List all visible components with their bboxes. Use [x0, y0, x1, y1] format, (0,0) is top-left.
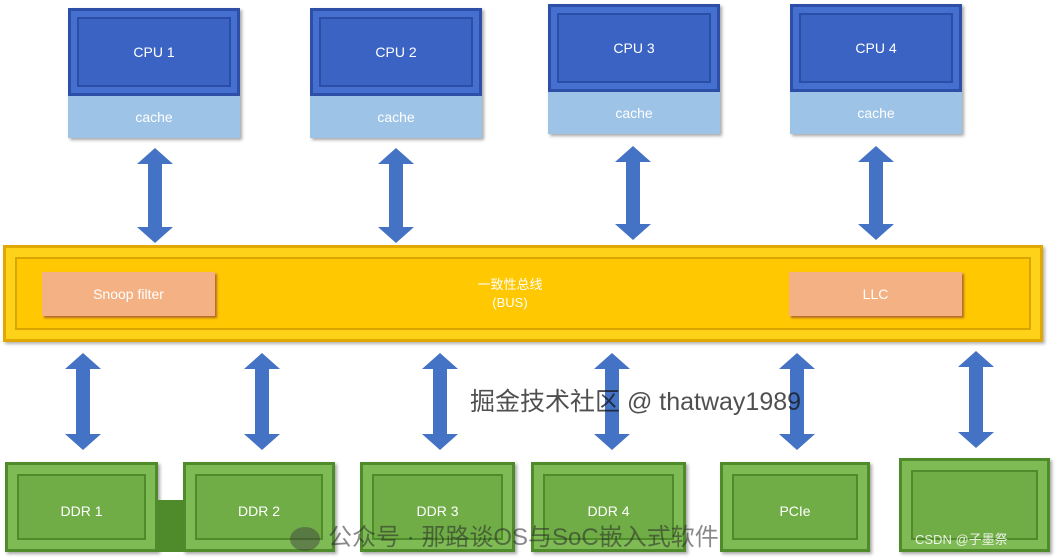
double-arrow-icon [378, 148, 414, 243]
cache-label: cache [310, 96, 482, 138]
cpu-label: CPU 1 [68, 8, 240, 96]
cpu-label: CPU 4 [790, 4, 962, 92]
wechat-watermark-text: 公众号 · 那路谈OS与SoC嵌入式软件 [328, 524, 719, 551]
pcie-block: PCIe [720, 462, 870, 552]
double-arrow-icon [244, 353, 280, 450]
double-arrow-icon [615, 146, 651, 240]
double-arrow-icon [594, 353, 630, 450]
ddr-3-block: DDR 3 [360, 462, 515, 552]
double-arrow-icon [422, 353, 458, 450]
csdn-watermark: CSDN @子墨祭 [915, 532, 1008, 547]
bus-title: 一致性总线 (BUS) [440, 276, 580, 312]
cache-label: cache [548, 92, 720, 134]
bus-title-text: 一致性总线 [477, 277, 543, 292]
io-block [899, 458, 1050, 552]
ddr-2-block: DDR 2 [183, 462, 335, 552]
juejin-watermark: 掘金技术社区 @ thatway1989 [470, 388, 802, 416]
cache-label: cache [68, 96, 240, 138]
double-arrow-icon [65, 353, 101, 450]
cpu-label: CPU 3 [548, 4, 720, 92]
double-arrow-icon [779, 353, 815, 450]
double-arrow-icon [137, 148, 173, 243]
ddr-connector [158, 500, 183, 552]
ddr-4-block: DDR 4 [531, 462, 686, 552]
ddr-1-block: DDR 1 [5, 462, 158, 552]
cpu-label: CPU 2 [310, 8, 482, 96]
double-arrow-icon [858, 146, 894, 240]
wechat-watermark: 公众号 · 那路谈OS与SoC嵌入式软件 [290, 524, 719, 552]
snoop-filter-block: Snoop filter [42, 272, 215, 316]
llc-block: LLC [789, 272, 962, 316]
double-arrow-icon [958, 351, 994, 448]
wechat-icon [290, 526, 320, 551]
cache-label: cache [790, 92, 962, 134]
bus-subtitle: (BUS) [492, 295, 528, 310]
